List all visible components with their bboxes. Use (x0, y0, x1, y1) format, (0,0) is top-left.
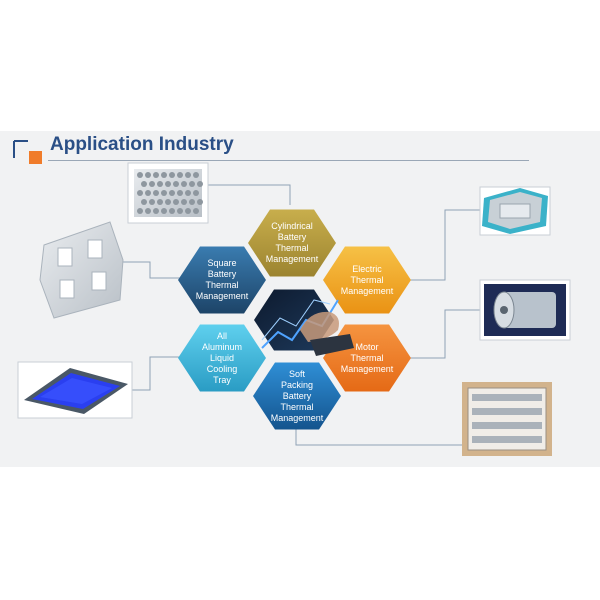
hexagon-aluminum (178, 324, 266, 392)
cylindrical-cooling-plate-image (127, 162, 209, 224)
hexagon-electric (323, 246, 411, 314)
aluminum-liquid-cooling-tray-image (17, 361, 133, 419)
title-square-icon (13, 140, 42, 164)
hexagon-label-soft: Soft Packing Battery Thermal Management (270, 368, 324, 423)
hexagon-label-electric: Electric Thermal Management (340, 263, 394, 296)
hexagon-soft (253, 362, 341, 430)
page-title: Application Industry (50, 134, 234, 155)
soft-packing-cooling-plate-image (462, 382, 552, 456)
connector-lines (123, 184, 480, 446)
hexagon-label-cylindrical: Cylindrical Battery Thermal Management (265, 221, 319, 264)
electric-thermal-housing-image (479, 186, 551, 236)
hexagon-label-aluminum: All Aluminum Liquid Cooling Tray (201, 330, 242, 385)
square-battery-cooling-plate-image (39, 221, 124, 319)
hexagon-label-motor: Motor Thermal Management (340, 341, 394, 374)
hexagon-label-square: Square Battery Thermal Management (195, 258, 249, 301)
hexagon-square (178, 246, 266, 314)
motor-thermal-image (479, 279, 571, 341)
center-business-graph-image (254, 289, 354, 356)
title-underline (48, 160, 529, 161)
hexagon-cylindrical (248, 209, 336, 277)
